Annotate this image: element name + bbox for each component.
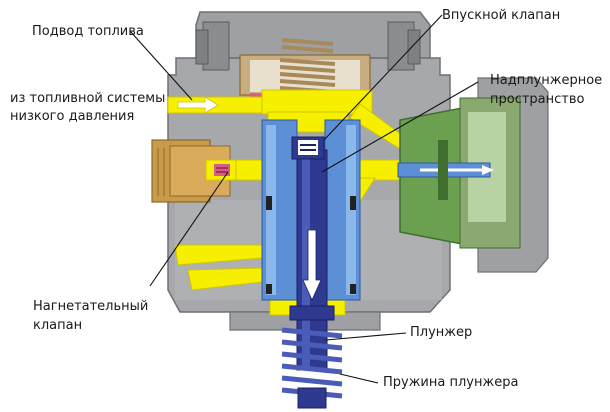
label-above-plunger-line1: Надплунжерное (490, 73, 603, 88)
leader-plunger (325, 332, 407, 341)
label-plunger: Плунжер (410, 325, 473, 340)
pressure-regulator (397, 77, 549, 273)
fuel-inlet-arrow (177, 96, 219, 114)
leader-above-plunger (321, 81, 479, 173)
inlet-valve (291, 136, 325, 160)
discharge-valve-fitting (151, 139, 237, 203)
label-from-low-pressure-line2: низкого давления (10, 109, 135, 124)
label-discharge-valve-line1: Нагнетательный (33, 299, 149, 314)
leader-fuel-supply (129, 30, 193, 101)
leader-discharge-valve (149, 171, 229, 287)
plunger-motion-arrow (302, 229, 322, 301)
plunger-spring (281, 327, 343, 409)
leader-plunger-spring (339, 373, 379, 384)
leader-inlet-valve (323, 14, 443, 141)
plunger-sleeves (261, 119, 361, 301)
label-plunger-spring: Пружина плунжера (383, 375, 519, 390)
label-from-low-pressure-line1: из топливной системы (10, 91, 166, 106)
leader-lines (129, 14, 479, 384)
label-fuel-supply: Подвод топлива (32, 24, 144, 39)
label-inlet-valve: Впускной клапан (442, 8, 561, 23)
label-above-plunger-line2: пространство (490, 92, 585, 107)
label-discharge-valve-line2: клапан (33, 318, 83, 333)
